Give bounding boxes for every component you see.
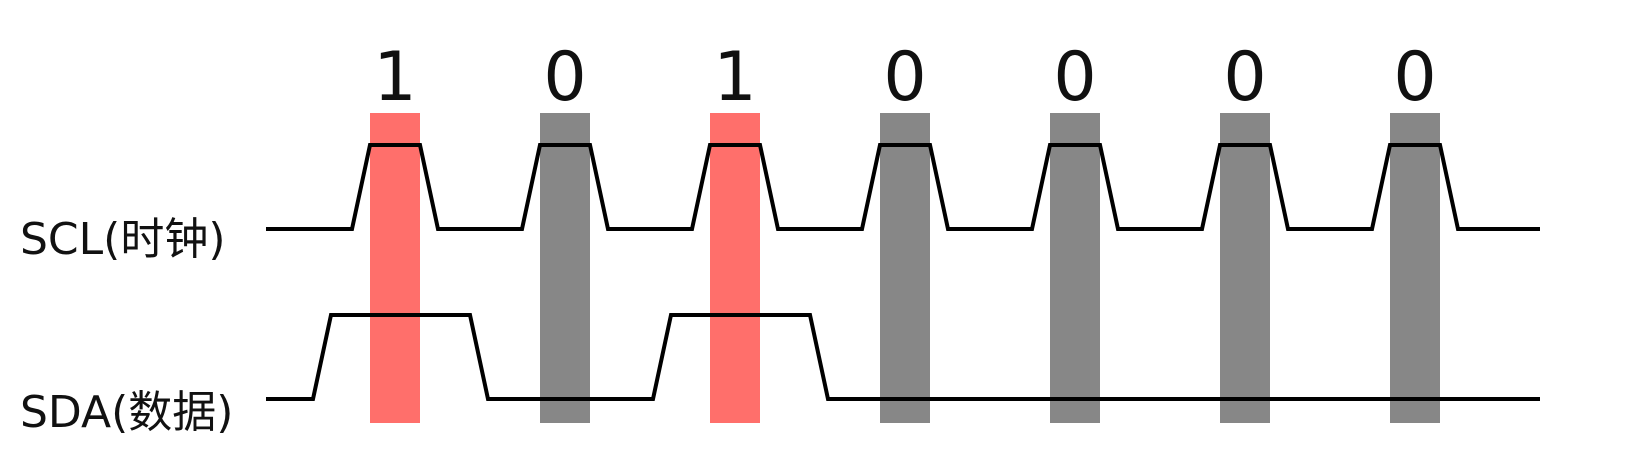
sda-signal-label: SDA(数据) — [20, 387, 233, 438]
bit-value-label-3: 1 — [713, 38, 756, 117]
low-bit-bar-6 — [1220, 113, 1270, 423]
bit-value-label-5: 0 — [1053, 38, 1096, 117]
low-bit-bar-4 — [880, 113, 930, 423]
scl-clock-waveform — [266, 143, 1540, 231]
scl-signal-label: SCL(时钟) — [20, 214, 226, 265]
bit-value-label-4: 0 — [883, 38, 926, 117]
bit-value-label-1: 1 — [373, 38, 416, 117]
bit-value-label-7: 0 — [1393, 38, 1436, 117]
high-bit-bar-1 — [370, 113, 420, 423]
bit-sample-bars — [370, 113, 1440, 423]
high-bit-bar-3 — [710, 113, 760, 423]
sda-data-waveform — [266, 313, 1540, 401]
bit-value-labels: 1 0 1 0 0 0 0 — [373, 38, 1436, 117]
bit-value-label-2: 0 — [543, 38, 586, 117]
bit-value-label-6: 0 — [1223, 38, 1266, 117]
low-bit-bar-7 — [1390, 113, 1440, 423]
low-bit-bar-2 — [540, 113, 590, 423]
low-bit-bar-5 — [1050, 113, 1100, 423]
